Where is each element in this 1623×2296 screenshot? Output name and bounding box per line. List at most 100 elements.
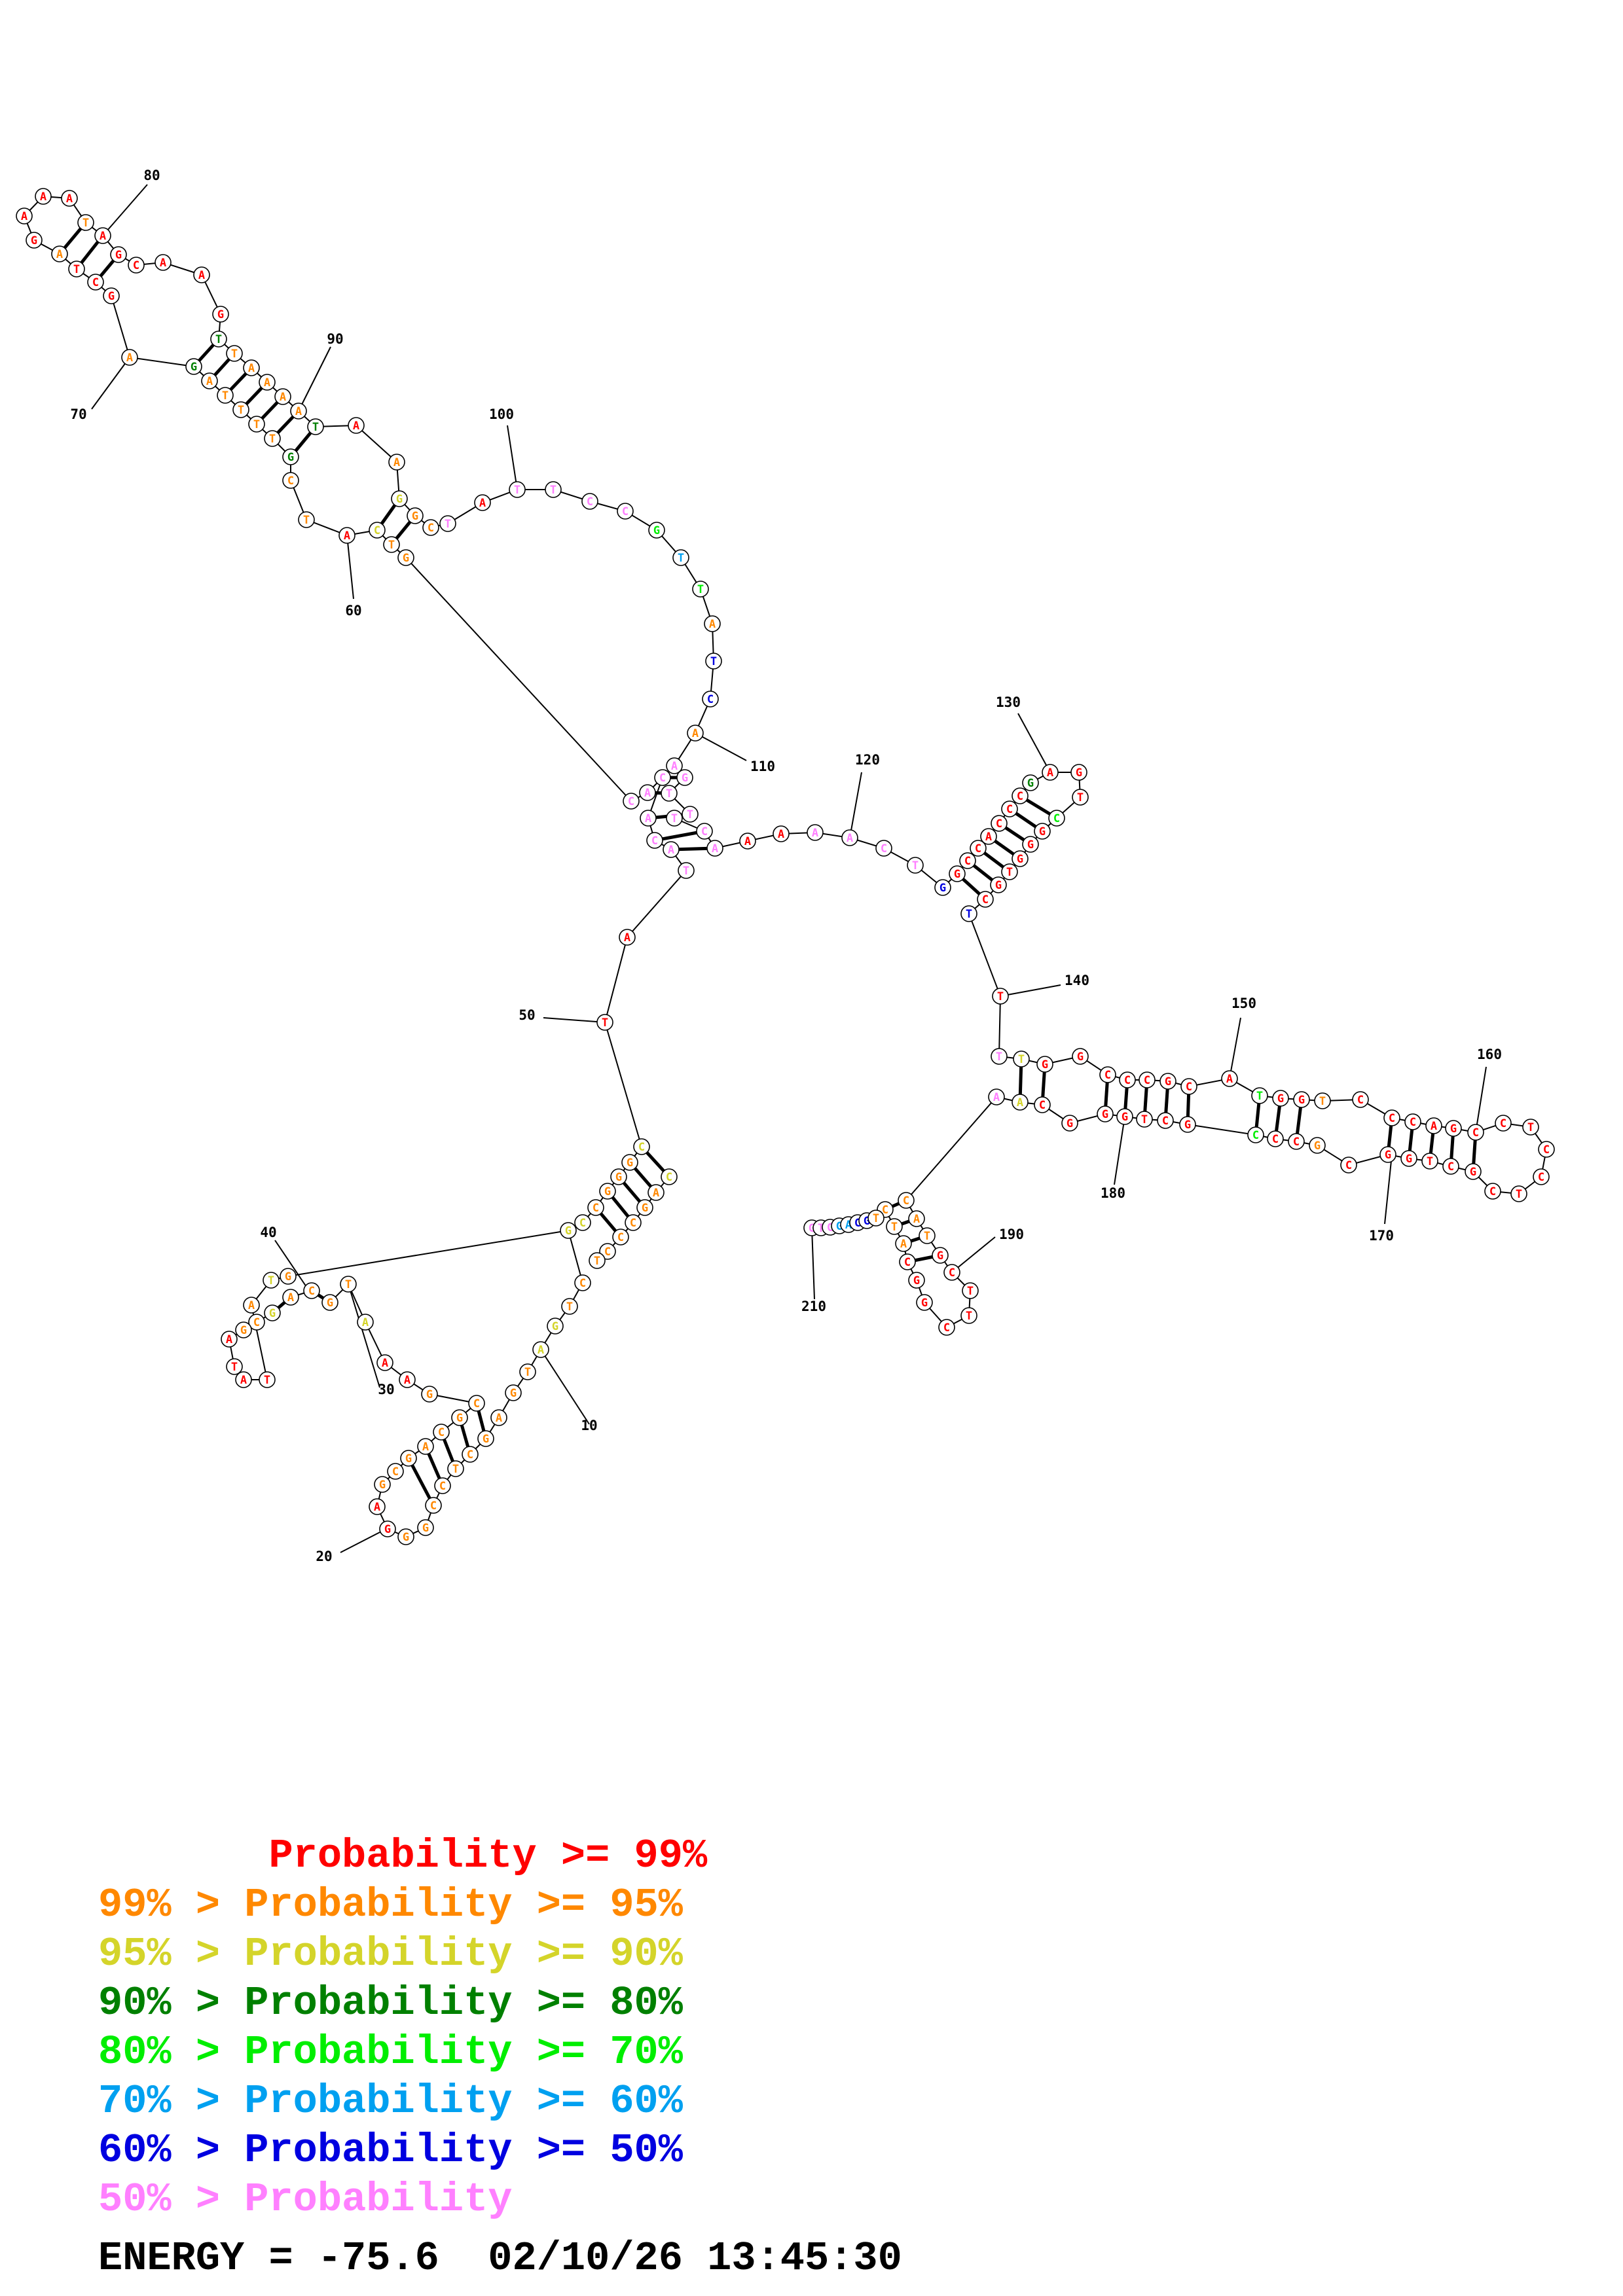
nucleotide-letter: C [982,893,989,906]
nucleotide-letter: C [1293,1136,1300,1149]
nucleotide-letter: G [1017,853,1023,866]
nucleotide-letter: C [1053,812,1060,825]
nucleotide-letter: A [160,257,166,270]
nucleotide-circle [1001,800,1018,817]
nucleotide-196: C [387,1463,404,1480]
nucleotide-letter: A [344,529,350,543]
nucleotide-124: C [1340,1157,1357,1174]
nucleotide-letter: G [1385,1149,1391,1162]
nucleotide-letter: C [579,1277,586,1290]
nucleotide-75: G [934,879,951,896]
number-tick-190 [951,1236,996,1273]
nucleotide-letter: G [456,1412,463,1425]
nucleotide-circle [621,1154,638,1171]
nucleotide-circle [462,1446,479,1463]
nucleotide-letter: G [913,1274,920,1287]
nucleotide-letter: A [280,391,286,404]
nucleotide-circle [391,490,408,507]
nucleotide-circle [663,841,680,858]
backbone-segment-1 [228,777,687,1538]
nucleotide-169: G [610,1168,627,1185]
nucleotide-208: C [303,1282,320,1299]
nucleotide-letter: A [645,812,651,825]
nucleotide-circle [221,1331,238,1348]
nucleotide-193: G [379,1520,396,1537]
nucleotide-6: A [51,245,68,262]
number-label-140: 140 [1065,973,1089,988]
nucleotide-27: T [264,430,281,447]
nucleotide-176: C [599,1243,616,1260]
nucleotide-146: A [895,1235,912,1252]
nucleotide-letter: A [712,842,718,855]
nucleotide-185: A [490,1409,507,1426]
nucleotide-circle [193,266,210,283]
nucleotide-letter: C [881,842,887,855]
nucleotide-letter: C [964,855,971,868]
nucleotide-113: G [1179,1116,1196,1133]
nucleotide-143: A [908,1210,925,1227]
legend-p95: 99% > Probability >= 95% [98,1882,683,1928]
nucleotide-letter: A [812,827,818,840]
nucleotide-45: T [545,481,562,498]
nucleotide-circle [702,691,719,708]
nucleotide-letter: C [659,772,666,785]
nucleotide-circle [399,1371,416,1388]
nucleotide-letter: A [985,831,992,844]
nucleotide-60: C [623,793,640,810]
nucleotide-circle [773,825,790,842]
nucleotide-197: G [400,1450,417,1467]
nucleotide-circle [692,581,709,598]
nucleotide-15: G [212,306,229,323]
nucleotide-circle [705,653,722,670]
nucleotide-letter: C [604,1246,611,1259]
nucleotide-letter: G [1039,825,1046,838]
nucleotide-96: T [991,1048,1008,1065]
nucleotide-letter: T [73,263,80,276]
nucleotide-circle [282,472,299,489]
nucleotide-circle [1425,1117,1442,1134]
nucleotide-letter: G [269,1307,276,1320]
nucleotide-circle [1533,1168,1550,1185]
nucleotide-letter: T [710,655,717,668]
nucleotide-circle [243,1297,260,1314]
nucleotide-circle [980,828,997,845]
nucleotide-letter: T [231,348,238,361]
number-label-20: 20 [316,1549,332,1564]
nucleotide-19: A [201,372,218,389]
nucleotide-circle [807,824,824,841]
nucleotide-letter: G [217,308,224,321]
number-tick-10 [540,1349,590,1425]
nucleotide-78: C [977,891,994,908]
nucleotide-circle [210,331,227,348]
nucleotide-circle [505,1384,522,1401]
nucleotide-circle [1314,1092,1331,1109]
nucleotide-81: C [970,840,987,857]
nucleotide-letter: A [248,1299,255,1312]
nucleotide-circle [589,1252,606,1269]
nucleotide-letter: T [671,812,678,825]
number-label-170: 170 [1369,1228,1394,1244]
nucleotide-letter: T [312,421,319,434]
nucleotide-77: G [949,865,966,882]
nucleotide-circle [992,988,1009,1005]
nucleotide-letter: G [552,1320,558,1333]
nucleotide-34: A [348,417,365,434]
nucleotide-letter: C [473,1397,480,1410]
nucleotide-letter: T [524,1366,531,1379]
nucleotide-circle [960,1307,977,1324]
nucleotide-letter: G [653,524,660,537]
nucleotide-circle [706,840,723,857]
nucleotide-letter: G [615,1171,622,1184]
nucleotide-140: C [1533,1168,1550,1185]
nucleotide-letter: T [912,859,919,872]
nucleotide-letter: T [303,514,310,527]
nucleotide-126: G [1379,1146,1396,1163]
nucleotide-letter: G [1102,1108,1108,1121]
nucleotide-circle [875,840,892,857]
nucleotide-circle [1383,1109,1400,1126]
nucleotide-letter: A [1017,1096,1023,1109]
nucleotide-circle [397,1528,414,1545]
nucleotide-letter: T [997,990,1004,1003]
nucleotide-127: C [1404,1113,1421,1130]
nucleotide-letter: C [133,259,139,272]
